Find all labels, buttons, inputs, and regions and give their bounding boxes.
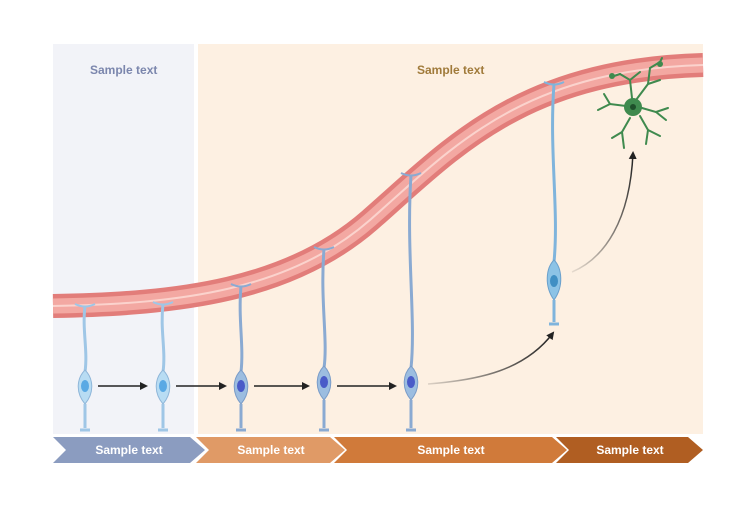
stage-2-label: Sample text bbox=[237, 443, 305, 457]
stage-4-chevron bbox=[556, 437, 703, 463]
radial-glial-cell-2-icon bbox=[152, 301, 174, 432]
stage-1-chevron bbox=[53, 437, 205, 463]
left-panel-title: Sample text bbox=[90, 63, 158, 77]
radial-glial-cell-3-icon bbox=[230, 283, 252, 432]
stage-3-label: Sample text bbox=[417, 443, 485, 457]
arrow-5-icon bbox=[427, 331, 555, 385]
stage-2-chevron bbox=[196, 437, 345, 463]
left-panel bbox=[53, 44, 194, 434]
neuron-icon bbox=[597, 57, 669, 149]
arrow-6-icon bbox=[571, 151, 637, 273]
right-panel-title: Sample text bbox=[417, 63, 485, 77]
stage-4-label: Sample text bbox=[596, 443, 664, 457]
right-panel bbox=[198, 44, 703, 434]
stage-1-label: Sample text bbox=[95, 443, 163, 457]
stage-3-chevron bbox=[334, 437, 567, 463]
radial-glial-cell-5-icon bbox=[400, 172, 422, 432]
radial-glial-cell-1-icon bbox=[74, 303, 96, 432]
radial-glial-cell-4-icon bbox=[313, 246, 335, 432]
vessel-icon bbox=[52, 53, 704, 318]
radial-glial-cell-6-icon bbox=[543, 81, 565, 326]
